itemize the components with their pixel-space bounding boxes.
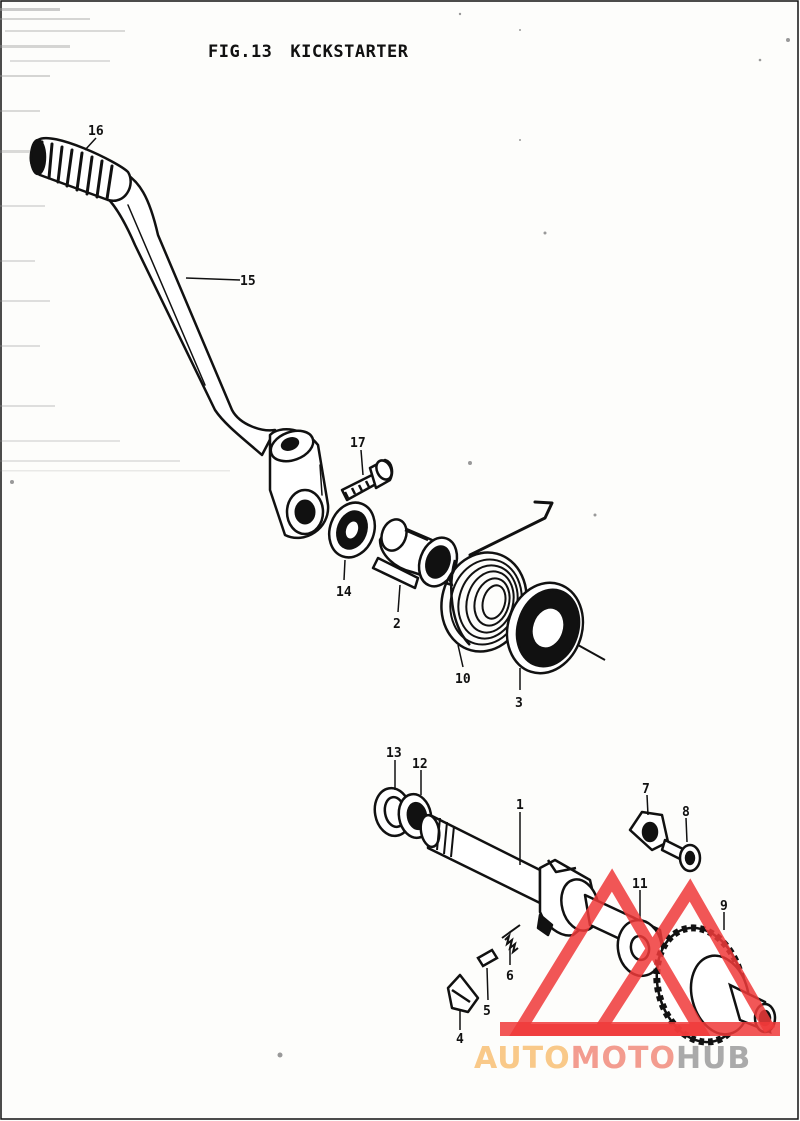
pawl-spring: [501, 924, 521, 955]
watermark-text-auto: AUTO: [474, 1041, 571, 1076]
figure-number: FIG.13: [208, 42, 273, 62]
watermark-text-hub: HUB: [676, 1041, 751, 1076]
kick-lever-assembly: [29, 137, 330, 540]
callout-8: 8: [682, 805, 690, 820]
thrust-washer: [505, 581, 606, 675]
callout-1: 1: [516, 798, 524, 813]
callout-17: 17: [350, 436, 366, 451]
callout-14: 14: [336, 585, 352, 600]
watermark-logo: AUTOMOTOHUB: [474, 868, 780, 1076]
shaft-washers: [373, 786, 433, 840]
callout-11: 11: [632, 877, 648, 892]
kick-pedal-grip: [29, 137, 132, 203]
callout-10: 10: [455, 672, 471, 687]
spring-guide: [371, 518, 459, 590]
callout-labels: 16 15 17 14 2 10 3 13 12 1 7 8 11 9 6 5 …: [88, 124, 728, 1047]
pawl-pin: [476, 948, 499, 968]
watermark-text-moto: MOTO: [571, 1041, 676, 1076]
stopper-bolt: [660, 838, 702, 873]
svg-text:AUTOMOTOHUB: AUTOMOTOHUB: [474, 1041, 751, 1076]
callout-2: 2: [393, 617, 401, 632]
callout-9: 9: [720, 899, 728, 914]
stopper-plate: [628, 810, 670, 852]
pawl: [446, 973, 480, 1014]
callout-7: 7: [642, 782, 650, 797]
callout-3: 3: [515, 696, 523, 711]
leader-lines: [84, 137, 725, 1030]
figure-name: KICKSTARTER: [290, 42, 409, 62]
oil-seal: [327, 501, 377, 559]
callout-13: 13: [386, 746, 402, 761]
callout-12: 12: [412, 757, 428, 772]
callout-6: 6: [506, 969, 514, 984]
callout-15: 15: [240, 274, 256, 289]
lever-bolt: [340, 458, 394, 502]
figure-title: FIG.13 KICKSTARTER: [208, 42, 409, 62]
scan-noise: [0, 8, 790, 1058]
callout-4: 4: [456, 1032, 464, 1047]
kick-lever: [98, 168, 277, 457]
callout-5: 5: [483, 1004, 491, 1019]
callout-16: 16: [88, 124, 104, 139]
